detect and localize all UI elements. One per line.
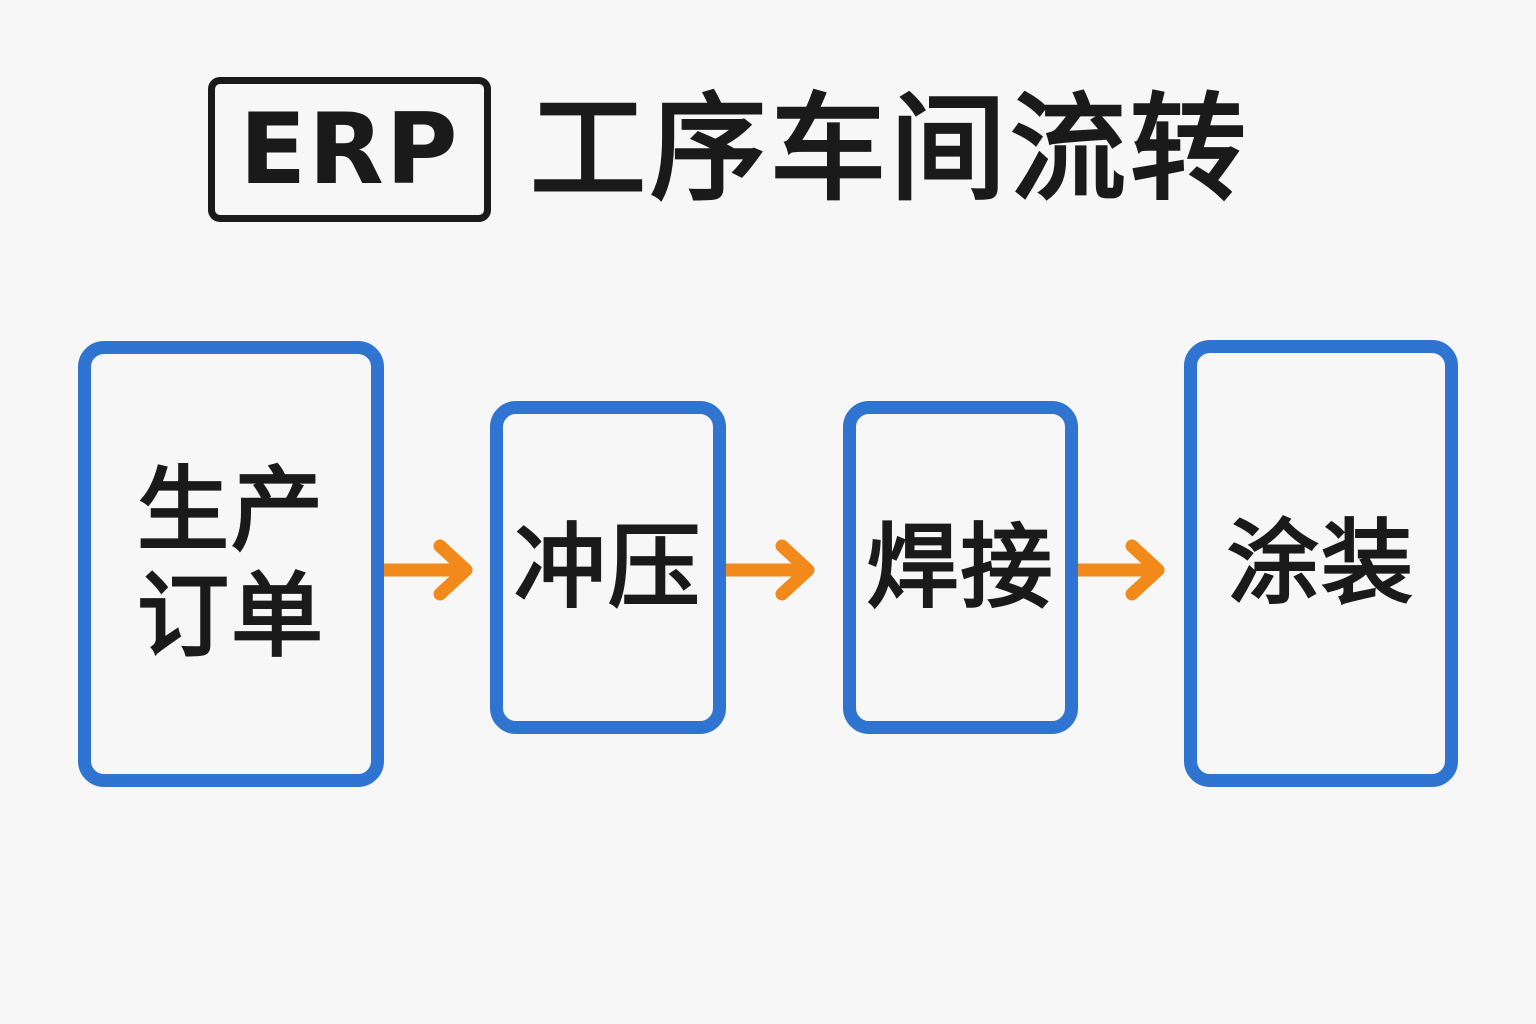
- step-label: 生产订单: [136, 457, 325, 670]
- step-label: 涂装: [1226, 509, 1415, 617]
- arrow-right-icon: [1078, 539, 1165, 601]
- arrow-right-icon: [384, 539, 473, 601]
- page-title: 工序车间流转: [530, 81, 1250, 217]
- step-label: 冲压: [513, 513, 702, 621]
- step-production-order: 生产订单: [78, 341, 384, 787]
- step-painting: 涂装: [1184, 340, 1458, 787]
- erp-badge-text: ERP: [239, 92, 460, 207]
- step-stamping: 冲压: [490, 401, 726, 734]
- step-welding: 焊接: [843, 401, 1078, 734]
- erp-badge: ERP: [208, 77, 491, 222]
- step-label: 焊接: [866, 513, 1055, 621]
- arrow-right-icon: [726, 539, 815, 601]
